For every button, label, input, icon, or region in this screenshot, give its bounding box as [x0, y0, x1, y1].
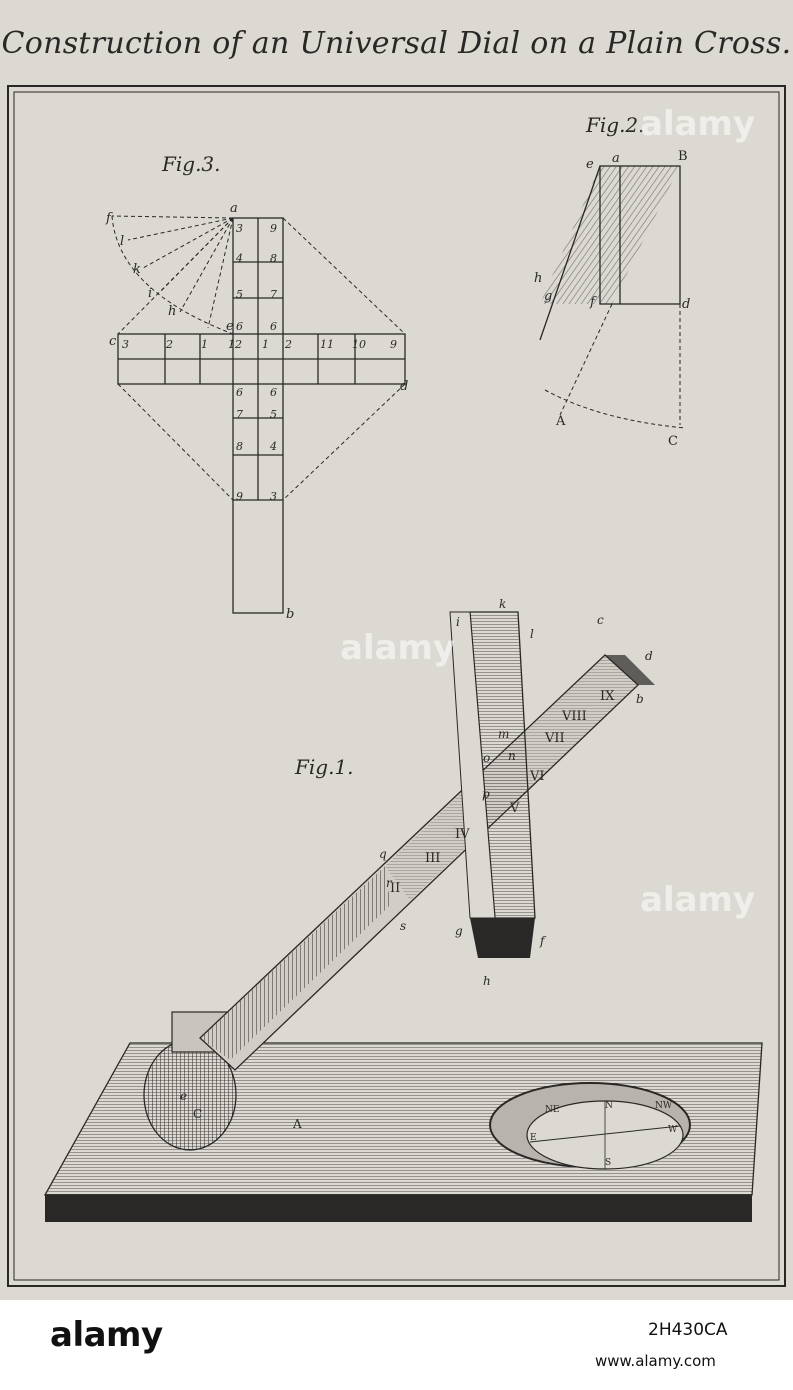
diagram-label: 11: [320, 338, 334, 351]
diagram-label: 4: [269, 440, 277, 453]
diagram-label: 1: [262, 338, 269, 351]
diagram-label: E: [530, 1133, 537, 1143]
diagram-label: S: [605, 1158, 611, 1168]
diagram-label: l: [120, 234, 124, 249]
fig1-drawing: [43, 611, 763, 1222]
diagram-label: d: [645, 649, 653, 663]
diagram-label: NE: [545, 1105, 559, 1115]
site-url[interactable]: www.alamy.com: [595, 1352, 716, 1370]
diagram-label: 6: [270, 386, 277, 399]
diagram-label: 8: [270, 252, 277, 265]
diagram-label: 6: [270, 320, 277, 333]
fig3-label: Fig.3.: [162, 152, 221, 176]
diagram-label: c: [597, 613, 604, 627]
diagram-label: C: [668, 434, 678, 449]
diagram-label: 7: [270, 288, 277, 301]
diagram-label: W: [668, 1125, 678, 1135]
frame-inner: [13, 91, 780, 1281]
diagram-label: A: [292, 1117, 302, 1131]
diagram-label: III: [425, 851, 440, 866]
diagram-label: e: [586, 157, 594, 172]
diagram-label: N: [605, 1101, 613, 1111]
fig1-label: Fig.1.: [295, 755, 354, 779]
diagram-label: IV: [455, 827, 470, 842]
fig3-drawing: [111, 215, 406, 614]
diagram-label: f: [105, 211, 113, 226]
frame-outer: [7, 85, 786, 1287]
diagram-label: b: [286, 607, 294, 622]
diagram-label: l: [530, 627, 534, 641]
diagram-label: q: [379, 847, 387, 861]
diagram-label: VII: [544, 731, 565, 746]
diagram-label: V: [509, 801, 520, 816]
diagram-label: II: [390, 881, 400, 896]
diagram-label: k: [133, 262, 141, 277]
diagram-label: 5: [236, 288, 243, 301]
diagram-label: d: [400, 379, 408, 394]
diagram-label: k: [499, 597, 506, 611]
diagram-label: g: [544, 289, 552, 304]
diagram-label: a: [230, 201, 238, 216]
diagram-label: IX: [600, 689, 615, 704]
diagram-label: i: [456, 615, 460, 629]
diagram-label: 8: [236, 440, 243, 453]
diagram-label: 3: [236, 222, 243, 235]
watermark: alamy: [640, 880, 756, 920]
diagram-label: 4: [235, 252, 243, 265]
diagram-label: r: [386, 876, 393, 890]
diagram-label: 10: [352, 338, 366, 351]
diagram-label: 2: [165, 338, 173, 351]
diagram-label: c: [109, 334, 117, 349]
diagram-label: i: [148, 286, 152, 301]
diagram-label: g: [455, 924, 463, 938]
diagram-label: h: [168, 304, 176, 319]
diagram-label: b: [636, 692, 644, 706]
diagram-label: 9: [236, 490, 243, 503]
image-id: 2H430CA: [648, 1320, 728, 1340]
diagram-label: f: [589, 295, 597, 310]
diagram-label: m: [498, 727, 509, 741]
diagram-label: n: [508, 749, 516, 763]
watermark: alamy: [640, 104, 756, 144]
diagram-label: e: [180, 1089, 187, 1103]
diagram-label: 5: [270, 408, 277, 421]
diagram-label: 1: [201, 338, 208, 351]
stock-footer: [0, 1300, 793, 1390]
diagram-label: 2: [284, 338, 292, 351]
diagram-label: A: [555, 414, 566, 429]
plate-title: Construction of an Universal Dial on a P…: [1, 26, 792, 61]
diagram-label: s: [400, 919, 406, 933]
diagram-label: d: [682, 297, 690, 312]
diagram-label: 9: [270, 222, 277, 235]
alamy-logo[interactable]: alamy: [50, 1315, 163, 1355]
fig2-drawing: [539, 165, 686, 429]
diagram-label: h: [534, 271, 542, 286]
diagram-label: 7: [236, 408, 243, 421]
diagram-label: a: [612, 151, 620, 166]
fig2-label: Fig.2.: [586, 113, 645, 137]
diagram-label: VIII: [561, 709, 587, 724]
diagram-label: 3: [270, 490, 277, 503]
diagram-label: 6: [236, 320, 243, 333]
diagram-label: NW: [655, 1101, 673, 1111]
diagram-label: 3: [122, 338, 129, 351]
diagram-label: B: [678, 149, 688, 164]
diagram-label: VI: [529, 769, 545, 784]
diagram-label: 6: [236, 386, 243, 399]
diagram-label: 12: [228, 338, 242, 351]
diagram-label: C: [193, 1107, 202, 1121]
watermark: alamy: [340, 628, 456, 668]
diagram-label: 9: [390, 338, 397, 351]
diagram-label: h: [483, 974, 491, 988]
diagram-label: e: [226, 319, 234, 334]
diagram-label: f: [539, 934, 547, 948]
diagram-label: o: [483, 751, 490, 765]
diagram-label: p: [482, 787, 490, 801]
